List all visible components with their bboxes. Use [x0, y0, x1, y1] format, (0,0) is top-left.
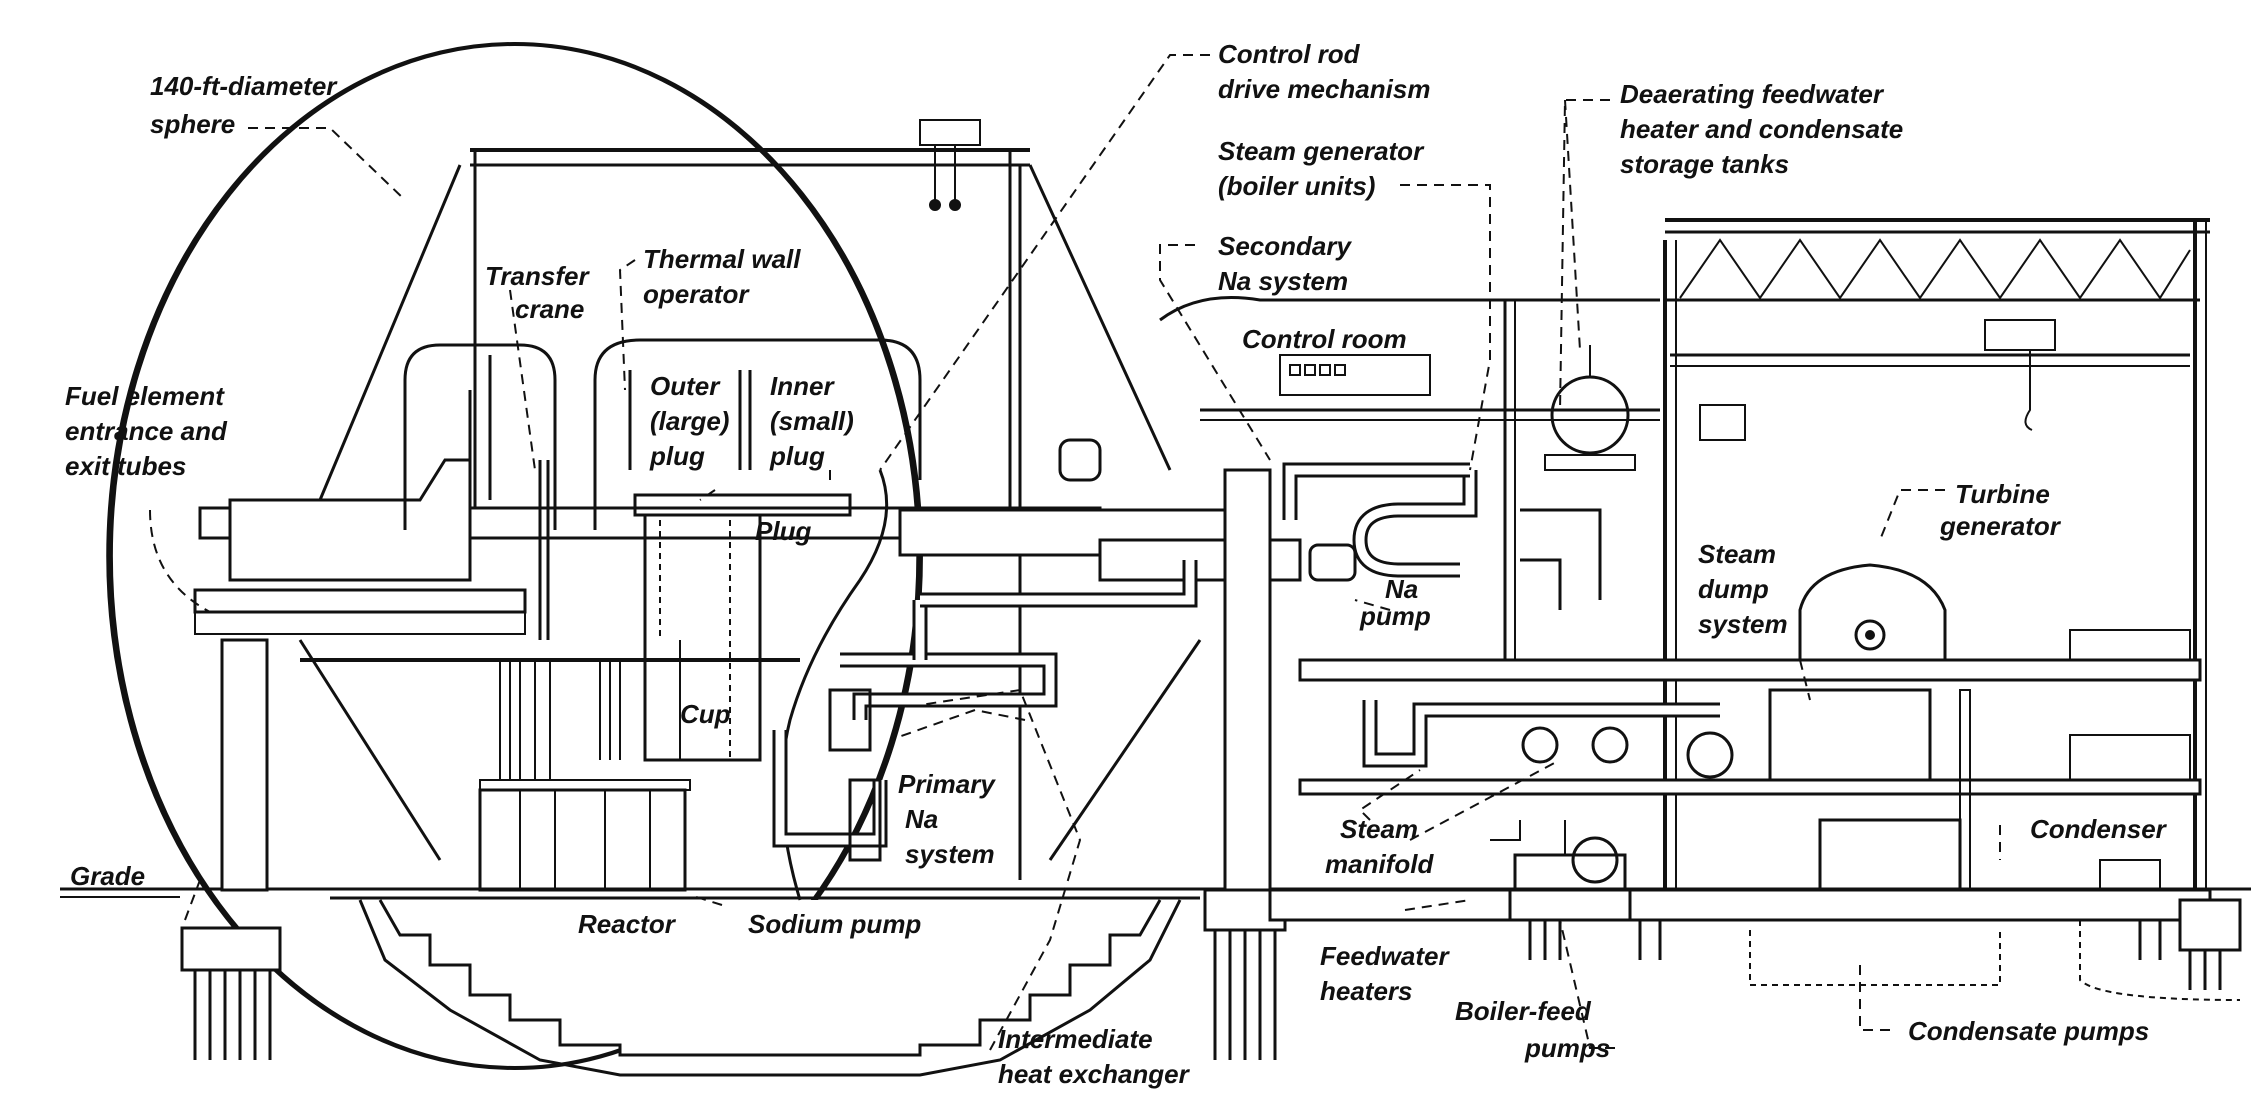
label-sphere: sphere: [150, 109, 235, 139]
label-condensate-pumps: Condensate pumps: [1908, 1016, 2149, 1046]
label-primary-na: system: [905, 839, 995, 869]
label-na-pump: Na: [1385, 574, 1418, 604]
label-transfer-crane: Transfer: [485, 261, 590, 291]
label-control-room: Control room: [1242, 324, 1407, 354]
label-fuel-tubes: Fuel element: [65, 381, 225, 411]
label-fuel-tubes: entrance and: [65, 416, 228, 446]
label-ihx: heat exchanger: [998, 1059, 1191, 1089]
label-steam-dump: Steam: [1698, 539, 1776, 569]
left-pier: [180, 638, 282, 1060]
label-steam-manifold: Steam: [1340, 814, 1418, 844]
label-outer-plug: plug: [649, 441, 705, 471]
label-boiler-feed: pumps: [1524, 1033, 1610, 1063]
label-deaerating: storage tanks: [1620, 149, 1789, 179]
reactor-vessel: [478, 493, 852, 892]
label-deaerating: Deaerating feedwater: [1620, 79, 1885, 109]
label-sodium-pump: Sodium pump: [748, 909, 921, 939]
label-thermal-wall: operator: [643, 279, 750, 309]
sphere-foundation: [330, 896, 1200, 1077]
label-control-rod: Control rod: [1218, 39, 1361, 69]
label-boiler-feed: Boiler-feed: [1455, 996, 1592, 1026]
label-steam-dump: dump: [1698, 574, 1769, 604]
label-ihx: Intermediate: [998, 1024, 1153, 1054]
label-steam-dump: system: [1698, 609, 1788, 639]
label-reactor: Reactor: [578, 909, 677, 939]
central-pier: [1203, 468, 1287, 1060]
label-cup: Cup: [680, 699, 731, 729]
transfer-crane-enclosure: [403, 338, 922, 640]
label-primary-na: Na: [905, 804, 938, 834]
label-thermal-wall: Thermal wall: [643, 244, 801, 274]
reactor-building-structure: [193, 119, 1302, 880]
label-feedwater-heaters: Feedwater: [1320, 941, 1450, 971]
label-primary-na: Primary: [898, 769, 996, 799]
label-inner-plug: Inner: [770, 371, 835, 401]
label-sphere: 140-ft-diameter: [150, 71, 338, 101]
turbine-building: [1268, 218, 2242, 1001]
label-na-pump: pump: [1359, 601, 1431, 631]
label-inner-plug: (small): [770, 406, 854, 436]
leader-lines: [149, 54, 2001, 1051]
label-control-rod: drive mechanism: [1218, 74, 1430, 104]
label-secondary-na: Na system: [1218, 266, 1348, 296]
label-grade: Grade: [70, 861, 145, 891]
label-feedwater-heaters: heaters: [1320, 976, 1413, 1006]
label-transfer-crane: crane: [515, 294, 584, 324]
label-plug: Plug: [755, 516, 811, 546]
label-steam-generator: (boiler units): [1218, 171, 1375, 201]
label-fuel-tubes: exit tubes: [65, 451, 186, 481]
label-steam-manifold: manifold: [1325, 849, 1434, 879]
label-outer-plug: Outer: [650, 371, 721, 401]
label-turbine: generator: [1939, 511, 2062, 541]
label-deaerating: heater and condensate: [1620, 114, 1903, 144]
label-turbine: Turbine: [1955, 479, 2050, 509]
label-steam-generator: Steam generator: [1218, 136, 1425, 166]
primary-na-piping: [772, 438, 1198, 862]
label-secondary-na: Secondary: [1218, 231, 1352, 261]
label-inner-plug: plug: [769, 441, 825, 471]
feedwater-equipment: [1362, 700, 1734, 960]
label-condenser: Condenser: [2030, 814, 2168, 844]
labels: 140-ft-diameter sphere Fuel element entr…: [65, 39, 2168, 1089]
steam-generator-section: [1159, 296, 1660, 660]
label-outer-plug: (large): [650, 406, 729, 436]
